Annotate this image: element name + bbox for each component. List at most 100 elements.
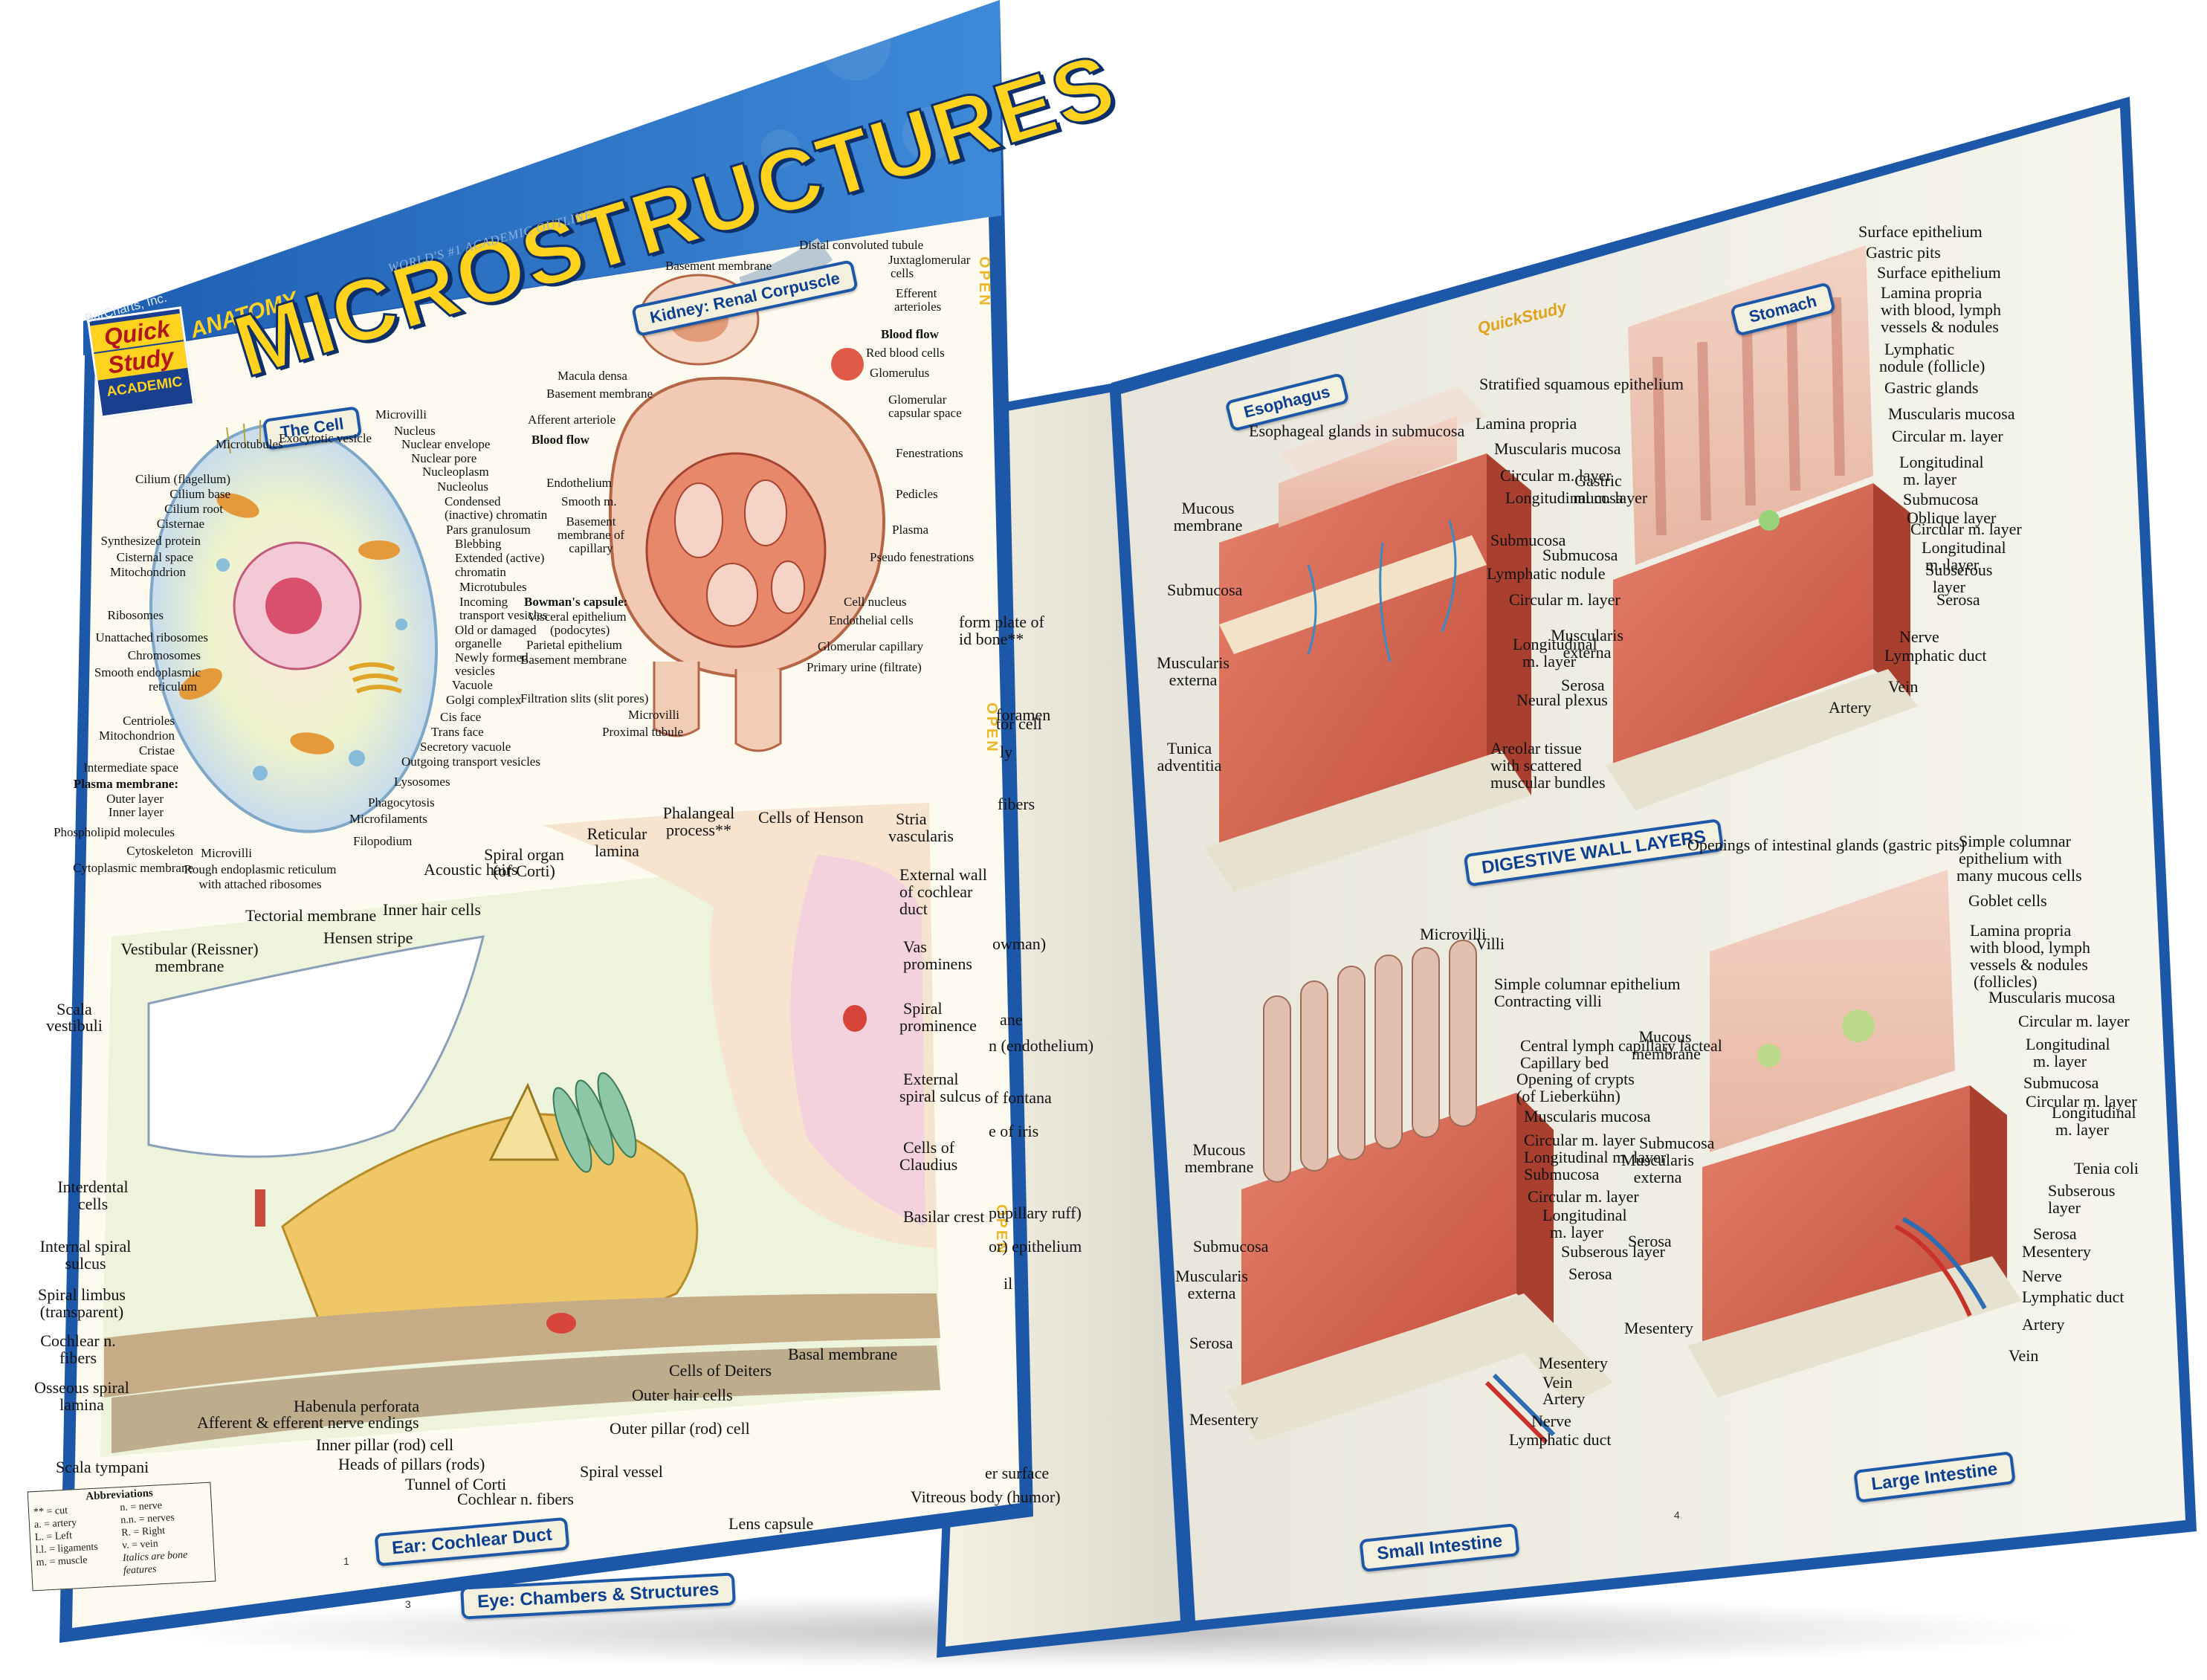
- stomach-label: layer: [1933, 578, 1965, 596]
- kidney-label: Endothelial cells: [829, 613, 914, 627]
- esophagus-illustration: [1204, 387, 1531, 892]
- small-intestine-label: Serosa: [1189, 1334, 1233, 1352]
- ear-label: spiral sulcus: [899, 1087, 981, 1105]
- small-intestine-label: Submucosa: [1193, 1237, 1269, 1256]
- esophagus-label: Tunica: [1166, 739, 1212, 757]
- large-intestine-label: m. layer: [2055, 1120, 2110, 1139]
- cell-label: Cytoskeleton: [126, 844, 193, 858]
- middle-fragment: ly: [1000, 743, 1013, 761]
- esophagus-label: Stratified squamous epithelium: [1479, 375, 1684, 393]
- small-intestine-label: Villi: [1476, 934, 1505, 953]
- stomach-label: Gastric: [1574, 471, 1622, 490]
- esophagus-label: Circular m. layer: [1509, 590, 1620, 609]
- middle-fragment: form plate of: [959, 613, 1044, 631]
- cell-label: Phospholipid molecules: [54, 825, 175, 839]
- large-intestine-label: (follicles): [1974, 972, 2038, 991]
- page-number-1: 1: [343, 1555, 349, 1567]
- ear-label: Reticular: [587, 824, 647, 843]
- stomach-label: Lymphatic: [1884, 340, 1955, 358]
- ear-label: Osseous spiral: [34, 1378, 129, 1397]
- kidney-label: Glomerular: [888, 392, 947, 407]
- ear-label: sulcus: [65, 1254, 106, 1273]
- large-intestine-label: Longitudinal: [2052, 1103, 2136, 1122]
- middle-fragment: Lens capsule: [728, 1514, 814, 1533]
- ear-label: Tectorial membrane: [245, 906, 377, 925]
- kidney-label: Basement membrane: [546, 387, 653, 401]
- stomach-label: vessels & nodules: [1881, 317, 1999, 336]
- ear-label: Outer pillar (rod) cell: [610, 1419, 750, 1438]
- kidney-label: Fenestrations: [896, 446, 963, 460]
- cell-label: Nucleoplasm: [422, 465, 489, 479]
- cell-label: with attached ribosomes: [198, 877, 322, 891]
- cell-label: Extended (active): [455, 551, 545, 565]
- ear-label: cells: [77, 1195, 109, 1213]
- ear-label: vascularis: [888, 827, 954, 845]
- large-intestine-label: Mucous: [1638, 1027, 1692, 1046]
- cell-label: Outgoing transport vesicles: [401, 755, 540, 769]
- kidney-label: Plasma: [892, 523, 929, 537]
- large-intestine-label: Nerve: [2022, 1267, 2062, 1285]
- esophagus-label: Lamina propria: [1476, 414, 1577, 433]
- cell-label: Synthesized protein: [100, 534, 201, 548]
- small-intestine-label: externa: [1187, 1284, 1236, 1302]
- esophagus-label: Submucosa: [1490, 531, 1566, 549]
- cell-label: Cisternal space: [116, 550, 193, 564]
- cell-label: Ribosomes: [107, 608, 164, 622]
- large-intestine-label: Openings of intestinal glands (gastric p…: [1687, 836, 1965, 854]
- esophagus-label: muscular bundles: [1490, 773, 1606, 792]
- stomach-label: m. layer: [1925, 555, 1980, 574]
- small-intestine-label: Circular m. layer: [1528, 1187, 1639, 1206]
- cell-label: organelle: [455, 636, 502, 650]
- small-intestine-illustration: [1227, 940, 1613, 1444]
- kidney-label: capillary: [569, 541, 613, 555]
- cell-label: Cis face: [440, 710, 482, 724]
- kidney-label: Efferent: [896, 286, 937, 300]
- esophagus-label: adventitia: [1157, 756, 1222, 775]
- abbr-item: m. = muscle: [36, 1554, 88, 1569]
- cell-label: chromatin: [455, 565, 506, 579]
- small-intestine-label: Longitudinal: [1542, 1206, 1627, 1224]
- small-intestine-label: m. layer: [1550, 1223, 1604, 1241]
- stomach-label: Submucosa: [1542, 546, 1618, 564]
- large-intestine-label: epithelium with: [1959, 849, 2062, 868]
- ear-label: prominens: [903, 954, 972, 973]
- stomach-label: Vein: [1888, 677, 1919, 696]
- kidney-label: Bowman's capsule:: [524, 595, 628, 609]
- cell-label: Plasma membrane:: [73, 777, 178, 791]
- cell-label: Golgi complex: [446, 693, 522, 707]
- large-intestine-label: Simple columnar: [1959, 832, 2071, 850]
- large-intestine-label: m. layer: [2033, 1052, 2087, 1070]
- ear-label: External: [903, 1070, 959, 1088]
- cell-label: Cilium (flagellum): [135, 472, 230, 486]
- ear-label: Scala tympani: [56, 1458, 149, 1476]
- kidney-label: Filtration slits (slit pores): [520, 691, 649, 705]
- stomach-label: Circular m. layer: [1892, 427, 2003, 445]
- ear-label: Cells of: [903, 1138, 955, 1157]
- ear-label: (of Corti): [493, 862, 555, 880]
- stomach-label: Surface epithelium: [1877, 263, 2001, 282]
- large-intestine-label: Circular m. layer: [2018, 1012, 2130, 1030]
- large-intestine-label: Artery: [2022, 1315, 2065, 1334]
- small-intestine-label: Submucosa: [1524, 1165, 1600, 1183]
- cell-label: Outer layer: [106, 792, 164, 806]
- ear-label: lamina: [59, 1395, 104, 1414]
- small-intestine-label: Mesentery: [1189, 1410, 1258, 1429]
- kidney-label: Glomerulus: [870, 366, 930, 380]
- cell-label: Trans face: [431, 725, 484, 739]
- esophagus-label: Lymphatic nodule: [1487, 564, 1606, 583]
- ear-label: Claudius: [899, 1155, 958, 1174]
- stomach-label: Serosa: [1561, 676, 1605, 694]
- kidney-label: Visceral epithelium: [528, 610, 627, 624]
- esophagus-label: externa: [1169, 671, 1218, 689]
- cell-label: Condensed: [445, 494, 501, 508]
- kidney-label: Cell nucleus: [844, 595, 907, 609]
- ear-label: fibers: [59, 1348, 97, 1367]
- cell-label: Old or damaged: [455, 623, 537, 637]
- stomach-label: Muscularis: [1551, 626, 1623, 644]
- cell-label: vesicles: [455, 664, 495, 678]
- small-intestine-label: (of Lieberkühn): [1516, 1087, 1620, 1105]
- cell-label: Lysosomes: [394, 775, 450, 789]
- cell-label: Cisternae: [156, 517, 204, 531]
- middle-fragment: il: [1004, 1274, 1013, 1293]
- stomach-label: mucosa: [1573, 488, 1623, 507]
